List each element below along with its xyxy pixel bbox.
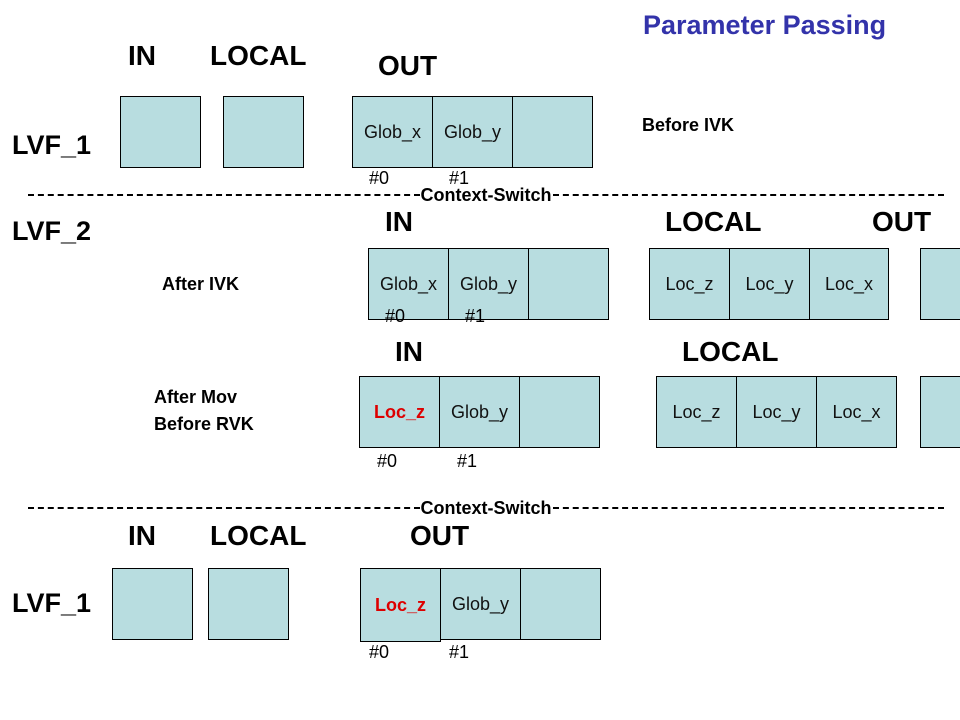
index-label: #1 xyxy=(457,451,478,471)
divider-label: Context-Switch xyxy=(420,497,552,518)
register-cell: Loc_y xyxy=(737,377,817,447)
divider-dash xyxy=(28,194,420,196)
index-label: #0 xyxy=(369,168,390,188)
local-register-box xyxy=(223,96,304,168)
local-header: LOCAL xyxy=(210,40,307,71)
register-cell: Glob_y xyxy=(449,249,529,319)
local-register-box xyxy=(208,568,289,640)
note-after-mov: After Mov xyxy=(154,387,238,407)
register-cell: Loc_y xyxy=(730,249,810,319)
in-header: IN xyxy=(385,206,413,237)
divider-dash xyxy=(552,194,944,196)
index-label: #0 xyxy=(377,451,398,471)
divider-dash xyxy=(28,507,420,509)
divider-dash xyxy=(552,507,944,509)
in-register-box xyxy=(120,96,201,168)
register-cell-empty xyxy=(513,97,592,167)
frame-label-lvf1: LVF_1 xyxy=(12,130,92,160)
frame-label-lvf1: LVF_1 xyxy=(12,588,92,618)
register-cell: Loc_x xyxy=(832,401,881,422)
register-cell: Glob_x xyxy=(353,97,433,167)
in-register-group: Glob_x Glob_y xyxy=(368,248,609,320)
register-cell-empty xyxy=(529,249,608,319)
in-register-box xyxy=(112,568,193,640)
out-header: OUT xyxy=(378,50,438,81)
index-label: #1 xyxy=(465,306,486,326)
register-cell-highlight: Loc_z xyxy=(360,377,440,447)
local-header: LOCAL xyxy=(682,336,779,367)
note-before-ivk: Before IVK xyxy=(642,115,735,135)
page-title: Parameter Passing xyxy=(643,10,887,40)
divider-label: Context-Switch xyxy=(420,184,552,205)
register-cell-empty xyxy=(521,569,600,639)
register-cell: Loc_x xyxy=(824,273,874,294)
register-cell: Loc_z xyxy=(657,377,737,447)
index-label: #1 xyxy=(449,642,470,662)
register-cell: Glob_y xyxy=(433,97,513,167)
in-header: IN xyxy=(128,520,156,551)
local-register-group: Loc_z Loc_y Loc_x xyxy=(656,376,897,448)
register-cell: Glob_y xyxy=(441,569,521,639)
register-cell-highlight: Loc_z xyxy=(374,594,426,615)
index-label: #0 xyxy=(369,642,390,662)
register-cell: Glob_y xyxy=(440,377,520,447)
out-register-group: Glob_x Glob_y xyxy=(352,96,593,168)
out-register-box-partial xyxy=(920,376,960,448)
out-header: OUT xyxy=(872,206,932,237)
register-cell-empty xyxy=(520,377,599,447)
context-switch-divider: Context-Switch xyxy=(28,497,944,519)
in-register-group: Loc_z Glob_y xyxy=(359,376,600,448)
register-cell: Loc_z xyxy=(650,249,730,319)
local-header: LOCAL xyxy=(210,520,307,551)
frame-label-lvf2: LVF_2 xyxy=(12,216,92,246)
out-header: OUT xyxy=(410,520,470,551)
out-register-box-partial xyxy=(920,248,960,320)
index-label: #0 xyxy=(385,306,406,326)
note-after-ivk: After IVK xyxy=(162,274,240,294)
returned-register-cell: Loc_z xyxy=(360,568,441,642)
context-switch-divider: Context-Switch xyxy=(28,184,944,206)
in-header: IN xyxy=(395,336,423,367)
in-header: IN xyxy=(128,40,156,71)
index-label: #1 xyxy=(449,168,470,188)
note-before-rvk: Before RVK xyxy=(154,414,254,434)
local-register-group: Loc_z Loc_y Loc_x xyxy=(649,248,889,320)
register-cell: Glob_x xyxy=(369,249,449,319)
local-header: LOCAL xyxy=(665,206,762,237)
